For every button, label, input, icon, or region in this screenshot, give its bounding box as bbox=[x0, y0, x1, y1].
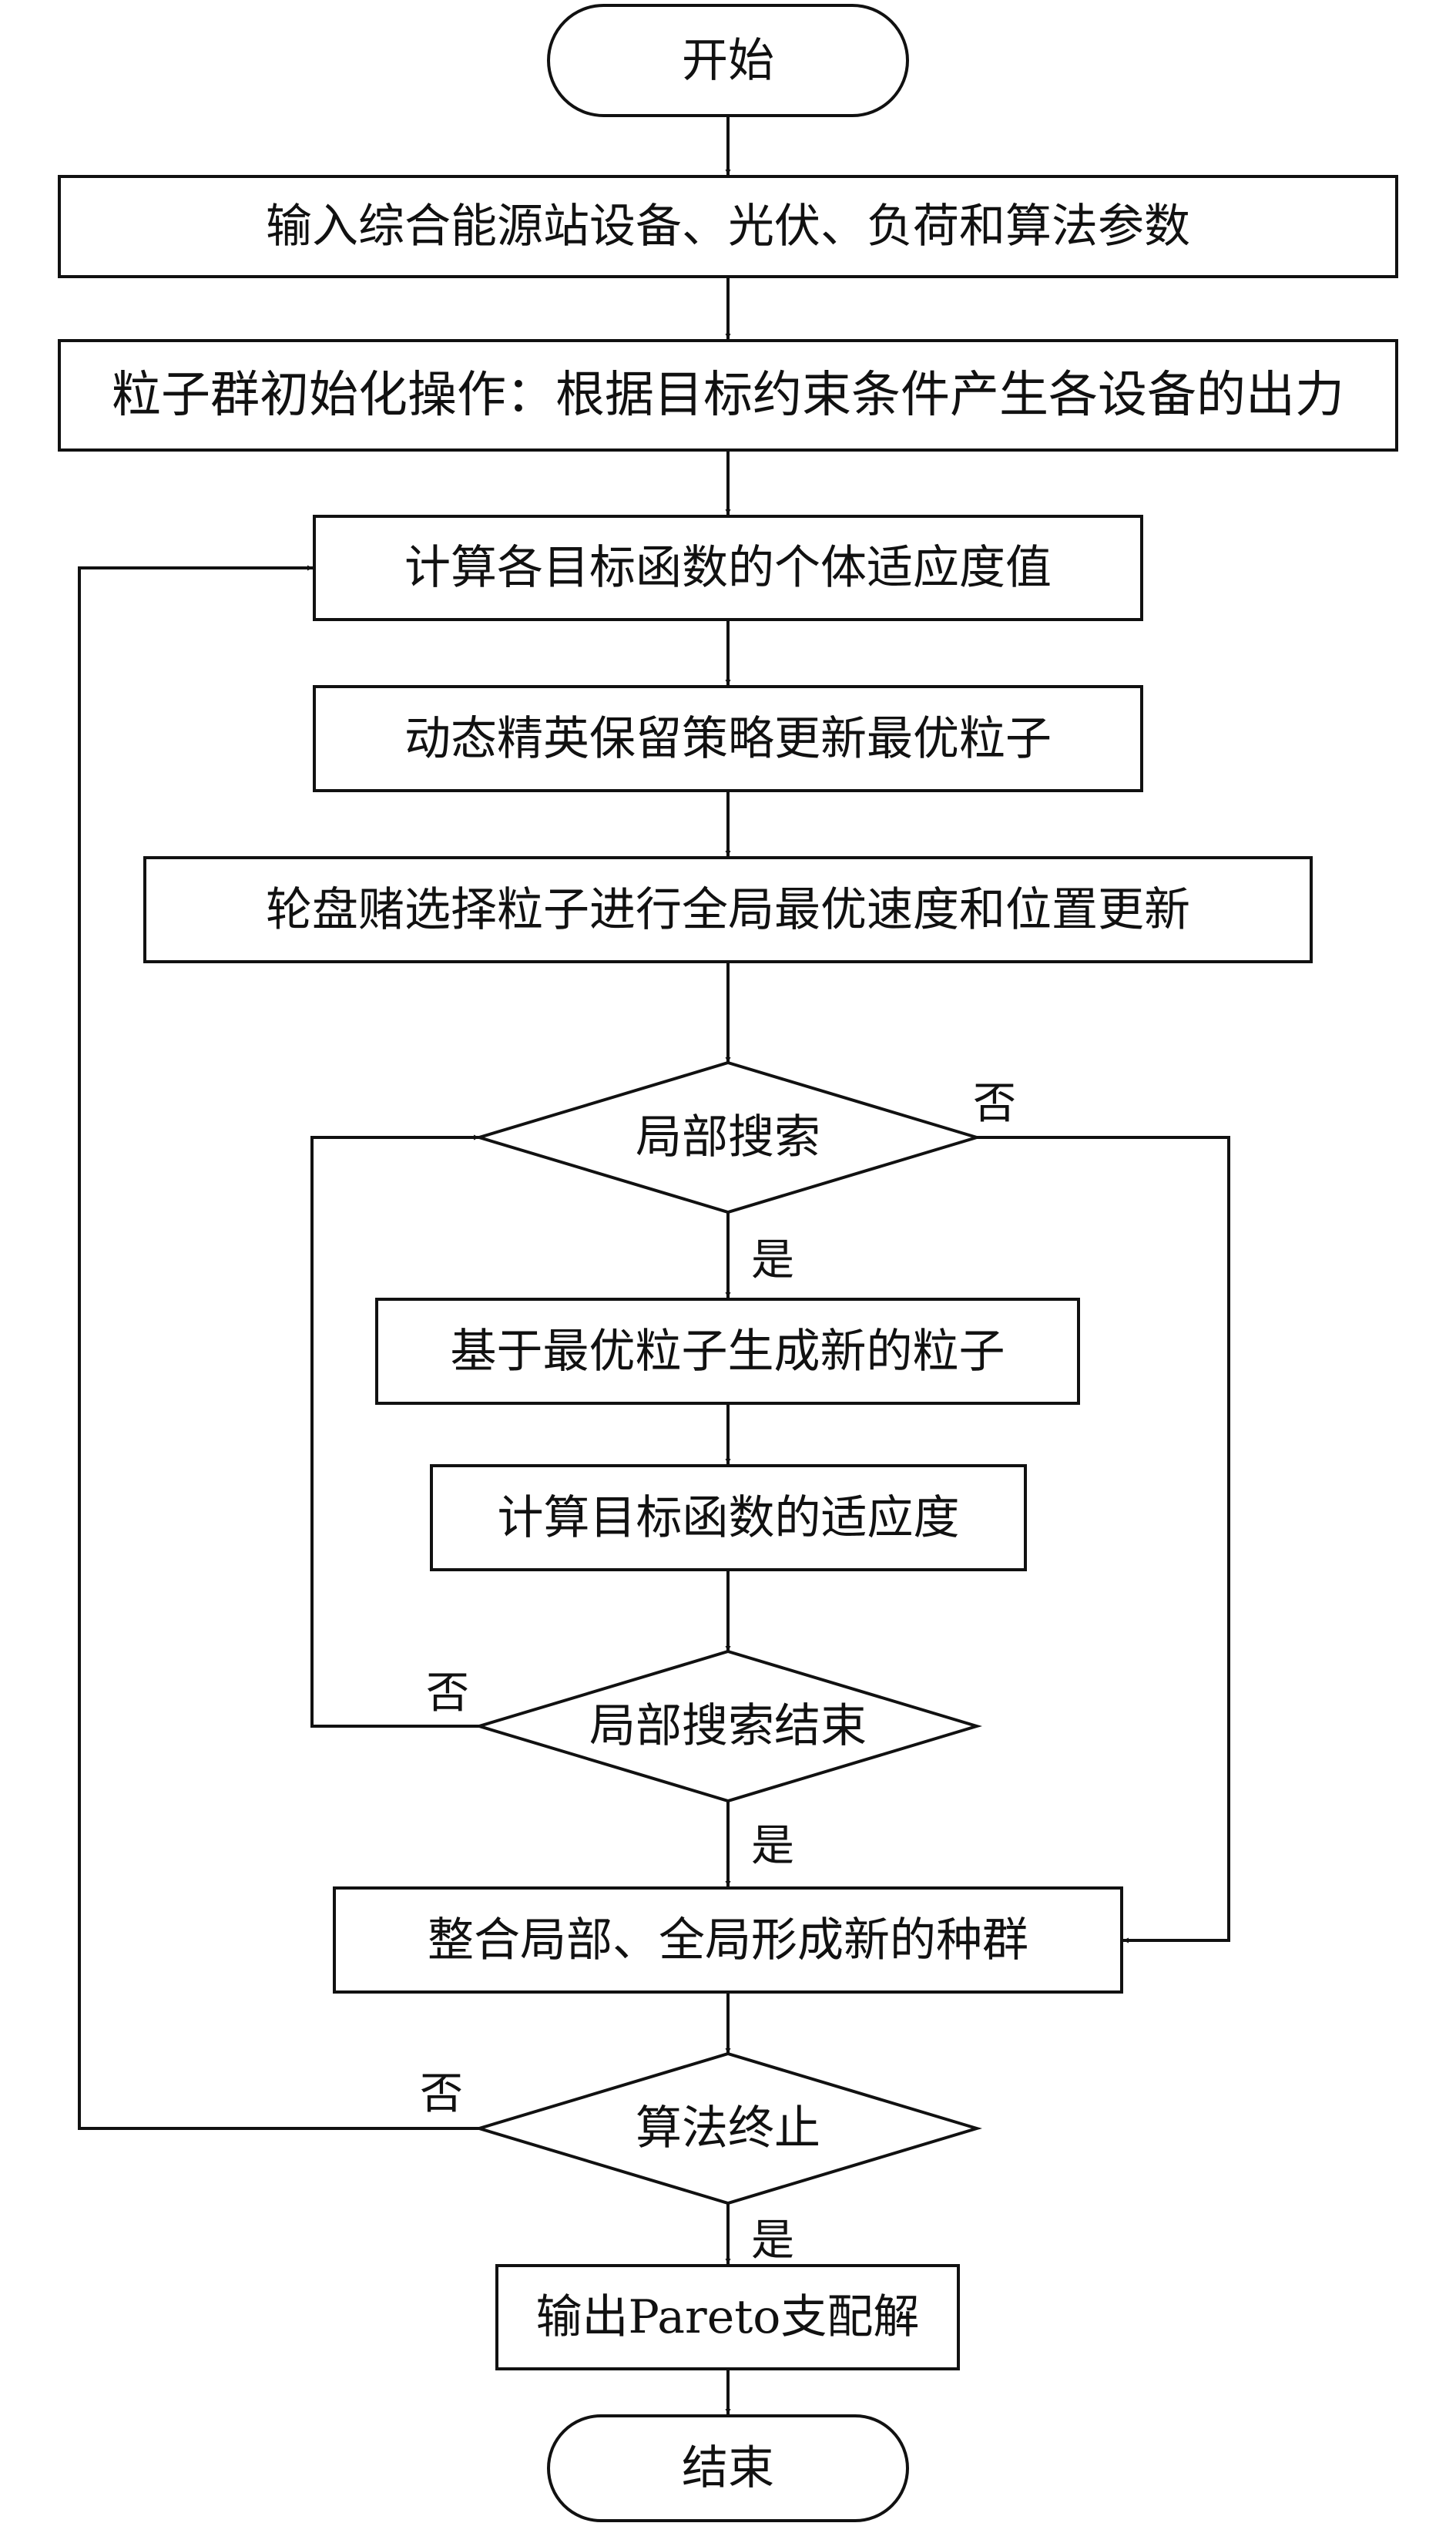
elite-update-box: 动态精英保留策略更新最优粒子 bbox=[313, 685, 1143, 792]
roulette-update-box: 轮盘赌选择粒子进行全局最优速度和位置更新 bbox=[143, 856, 1313, 963]
local-search-end-label: 局部搜索结束 bbox=[589, 1699, 867, 1753]
algo-terminate-diamond bbox=[474, 2051, 982, 2205]
local-search-end-yes-label: 是 bbox=[751, 1821, 794, 1871]
calc-fitness-box: 计算各目标函数的个体适应度值 bbox=[313, 515, 1143, 621]
gen-new-particles-box: 基于最优粒子生成新的粒子 bbox=[375, 1298, 1080, 1405]
pso-init-box: 粒子群初始化操作：根据目标约束条件产生各设备的出力 bbox=[58, 339, 1398, 452]
start-node: 开始 bbox=[547, 4, 909, 117]
edge-localsearch-no bbox=[977, 1136, 1230, 1943]
merge-population-box: 整合局部、全局形成新的种群 bbox=[333, 1886, 1123, 1994]
local-search-end-no-label: 否 bbox=[426, 1668, 469, 1718]
algo-terminate-label: 算法终止 bbox=[636, 2101, 820, 2155]
edge-lsend-no-loop bbox=[310, 1134, 479, 1728]
end-node: 结束 bbox=[547, 2414, 909, 2522]
output-pareto-box: 输出Pareto支配解 bbox=[495, 2264, 960, 2370]
calc-objective-box: 计算目标函数的适应度 bbox=[430, 1464, 1027, 1571]
local-search-diamond bbox=[474, 1060, 982, 1214]
terminate-no-label: 否 bbox=[420, 2069, 463, 2119]
edge-terminate-no-loop bbox=[78, 565, 479, 2130]
local-search-end-diamond bbox=[474, 1649, 982, 1803]
terminate-yes-label: 是 bbox=[751, 2216, 794, 2266]
local-search-yes-label: 是 bbox=[751, 1235, 794, 1285]
local-search-label: 局部搜索 bbox=[636, 1110, 820, 1164]
local-search-no-label: 否 bbox=[973, 1079, 1016, 1129]
input-params-box: 输入综合能源站设备、光伏、负荷和算法参数 bbox=[58, 175, 1398, 278]
